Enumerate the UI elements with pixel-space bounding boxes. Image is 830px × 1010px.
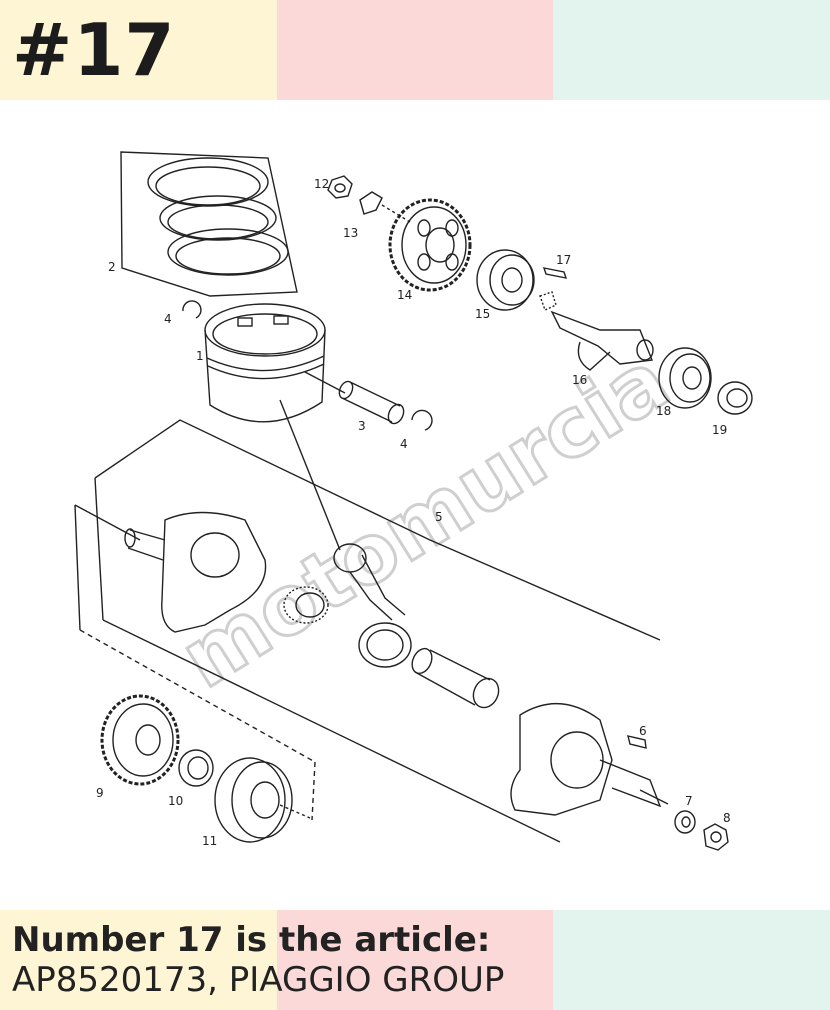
label-2: 2: [108, 260, 116, 274]
part-crank-pin: [411, 647, 500, 709]
label-13: 13: [343, 226, 358, 240]
part-crank-web-right: [510, 703, 669, 816]
caption-line-1: Number 17 is the article:: [12, 920, 491, 960]
part-gear-9: [100, 694, 180, 786]
label-8: 8: [723, 811, 731, 825]
label-10: 10: [168, 794, 183, 808]
part-bearing-11: [214, 757, 311, 843]
part-number-heading: #17: [12, 8, 176, 92]
exploded-parts-diagram: motomurcia: [74, 151, 753, 851]
part-washer-7: [674, 810, 696, 834]
label-4-upper: 4: [164, 312, 172, 326]
part-piston-rings: [120, 151, 298, 297]
part-crankshaft-assembly-bracket: [74, 399, 661, 843]
part-crank-web-left: [124, 511, 267, 633]
part-nut-12: [327, 175, 353, 199]
label-14: 14: [397, 288, 412, 302]
part-lock-washer-13: [359, 191, 411, 223]
part-oil-seal-19: [717, 381, 753, 415]
part-connecting-rod: [333, 543, 412, 668]
label-12: 12: [314, 177, 329, 191]
part-key-17: [542, 267, 568, 279]
label-15: 15: [475, 307, 490, 321]
part-number-labels: 1 2 3 4 4 5 6 7 8 9 10 11 12 13 14 15 16…: [96, 177, 731, 848]
label-3: 3: [358, 419, 366, 433]
label-6: 6: [639, 724, 647, 738]
label-19: 19: [712, 423, 727, 437]
caption-line-2: AP8520173, PIAGGIO GROUP: [12, 960, 505, 1000]
part-circlips: [182, 300, 433, 431]
part-piston: [204, 303, 346, 423]
bottom-color-band: [0, 910, 830, 1010]
part-balancer-shaft-16: [539, 291, 654, 371]
label-4-lower: 4: [400, 437, 408, 451]
top-color-band: [0, 0, 830, 100]
label-9: 9: [96, 786, 104, 800]
label-16: 16: [572, 373, 587, 387]
label-18: 18: [656, 404, 671, 418]
label-11: 11: [202, 834, 217, 848]
part-needle-bearing: [283, 586, 329, 624]
part-bearing-18: [658, 347, 712, 409]
part-piston-pin: [338, 380, 405, 425]
label-5: 5: [435, 510, 443, 524]
part-nut-8: [703, 823, 729, 851]
part-washer-10: [178, 749, 214, 787]
part-key-6: [627, 735, 647, 749]
label-17: 17: [556, 253, 571, 267]
label-1: 1: [196, 349, 204, 363]
part-gear-14: [388, 198, 472, 292]
article-caption: Number 17 is the article: AP8520173, PIA…: [12, 920, 504, 1000]
label-7: 7: [685, 794, 693, 808]
part-bearing-15: [476, 249, 535, 311]
